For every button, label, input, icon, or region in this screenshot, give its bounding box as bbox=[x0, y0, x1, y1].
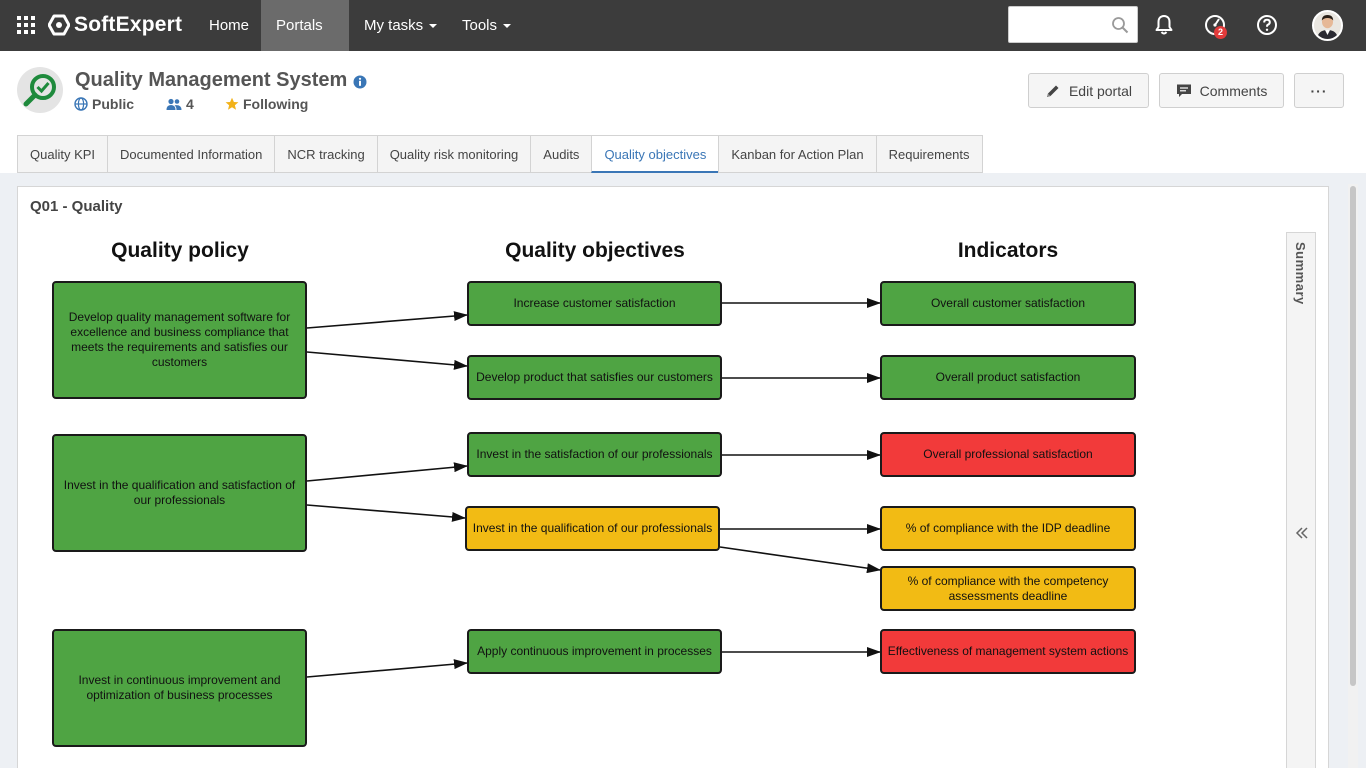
indicator-node-4-label: % of compliance with the IDP deadline bbox=[905, 521, 1111, 535]
objective-node-1-label: Increase customer satisfaction bbox=[513, 296, 676, 310]
indicator-node-1-label: Overall customer satisfaction bbox=[930, 296, 1086, 310]
objective-node-1[interactable]: Increase customer satisfaction bbox=[467, 281, 722, 326]
comment-icon bbox=[1176, 84, 1191, 97]
avatar[interactable] bbox=[1312, 10, 1343, 41]
objective-node-2-label: Develop product that satisfies our custo… bbox=[476, 370, 713, 384]
indicator-node-3-label: Overall professional satisfaction bbox=[923, 447, 1093, 461]
nav-home[interactable]: Home bbox=[194, 0, 264, 51]
pencil-icon bbox=[1046, 85, 1059, 97]
softexpert-logo-icon bbox=[48, 14, 70, 36]
grid-icon[interactable] bbox=[17, 16, 35, 34]
policy-node-1[interactable]: Develop quality management software for … bbox=[52, 281, 307, 399]
user-photo-icon bbox=[1314, 12, 1341, 39]
column-header-quality-objectives: Quality objectives bbox=[505, 239, 685, 262]
double-chevron-left-icon[interactable] bbox=[1294, 525, 1310, 541]
bell-icon[interactable] bbox=[1152, 13, 1176, 37]
tab-audits[interactable]: Audits bbox=[530, 135, 592, 173]
comments-label: Comments bbox=[1199, 82, 1268, 99]
indicator-node-2[interactable]: Overall product satisfaction bbox=[880, 355, 1136, 400]
objective-node-5[interactable]: Apply continuous improvement in processe… bbox=[467, 629, 722, 674]
tab-quality-kpi[interactable]: Quality KPI bbox=[17, 135, 108, 173]
search-field[interactable] bbox=[1008, 6, 1138, 43]
summary-side-tab[interactable] bbox=[1286, 232, 1316, 768]
panel-title: Q01 - Quality bbox=[30, 198, 123, 215]
help-icon[interactable] bbox=[1255, 13, 1279, 37]
indicator-node-6[interactable]: Effectiveness of management system actio… bbox=[880, 629, 1136, 674]
visibility-indicator: Public bbox=[74, 96, 134, 112]
globe-icon bbox=[74, 97, 88, 111]
objective-node-4-label: Invest in the qualification of our profe… bbox=[472, 521, 713, 535]
indicator-node-1[interactable]: Overall customer satisfaction bbox=[880, 281, 1136, 326]
nav-tools[interactable]: Tools bbox=[447, 0, 526, 51]
tab-requirements[interactable]: Requirements bbox=[875, 135, 983, 173]
policy-node-1-label: Develop quality management software for … bbox=[68, 310, 291, 369]
nav-my-tasks-label: My tasks bbox=[364, 17, 424, 34]
brand-name: SoftExpert bbox=[74, 13, 183, 36]
portal-title: Quality Management System bbox=[75, 69, 348, 91]
portal-logo bbox=[17, 67, 63, 113]
more-options-button[interactable]: ··· bbox=[1294, 73, 1344, 108]
users-icon bbox=[166, 98, 182, 110]
nav-home-label: Home bbox=[209, 17, 250, 34]
objective-node-4[interactable]: Invest in the qualification of our profe… bbox=[465, 506, 720, 551]
tab-quality-risk-monitoring[interactable]: Quality risk monitoring bbox=[376, 135, 531, 173]
comments-button[interactable]: Comments bbox=[1159, 73, 1284, 108]
nav-my-tasks[interactable]: My tasks bbox=[349, 0, 452, 51]
tab-kanban-action-plan[interactable]: Kanban for Action Plan bbox=[718, 135, 876, 173]
indicator-node-3[interactable]: Overall professional satisfaction bbox=[880, 432, 1136, 477]
chevron-down-icon bbox=[429, 24, 438, 29]
info-icon[interactable] bbox=[353, 75, 367, 89]
policy-node-3-label: Invest in continuous improvement and opt… bbox=[78, 673, 281, 702]
objective-node-5-label: Apply continuous improvement in processe… bbox=[477, 644, 712, 658]
magnifier-check-icon bbox=[23, 74, 56, 107]
column-header-quality-policy: Quality policy bbox=[111, 239, 249, 262]
nav-tools-label: Tools bbox=[462, 17, 498, 34]
nav-portals-label: Portals bbox=[276, 17, 323, 34]
top-navigation-bar: SoftExpert Home Portals My tasks Tools 2 bbox=[0, 0, 1366, 80]
policy-node-2-label: Invest in the qualification and satisfac… bbox=[63, 478, 296, 507]
objective-node-2[interactable]: Develop product that satisfies our custo… bbox=[467, 355, 722, 400]
indicator-node-5-label: % of compliance with the competency asse… bbox=[907, 573, 1109, 603]
summary-label: Summary bbox=[1293, 242, 1308, 305]
policy-node-2[interactable]: Invest in the qualification and satisfac… bbox=[52, 434, 307, 552]
tab-quality-objectives[interactable]: Quality objectives bbox=[591, 135, 719, 173]
objective-node-3[interactable]: Invest in the satisfaction of our profes… bbox=[467, 432, 722, 477]
policy-node-3[interactable]: Invest in continuous improvement and opt… bbox=[52, 629, 307, 747]
indicator-node-5[interactable]: % of compliance with the competency asse… bbox=[880, 566, 1136, 611]
indicator-node-6-label: Effectiveness of management system actio… bbox=[887, 644, 1129, 658]
notification-badge: 2 bbox=[1214, 26, 1227, 39]
nav-portals[interactable]: Portals bbox=[261, 0, 349, 80]
scrollbar-thumb[interactable] bbox=[1350, 186, 1356, 686]
search-icon[interactable] bbox=[1111, 16, 1129, 34]
edit-portal-button[interactable]: Edit portal bbox=[1028, 73, 1149, 108]
objective-node-3-label: Invest in the satisfaction of our profes… bbox=[476, 447, 713, 461]
tab-documented-information[interactable]: Documented Information bbox=[107, 135, 275, 173]
column-header-indicators: Indicators bbox=[957, 239, 1059, 262]
portal-tabs: Quality KPI Documented Information NCR t… bbox=[17, 135, 983, 173]
more-options-icon: ··· bbox=[1310, 82, 1328, 99]
search-input[interactable] bbox=[1015, 7, 1119, 42]
chevron-down-icon bbox=[503, 24, 512, 29]
tab-ncr-tracking[interactable]: NCR tracking bbox=[274, 135, 377, 173]
indicator-node-2-label: Overall product satisfaction bbox=[935, 370, 1081, 384]
following-toggle[interactable]: Following bbox=[225, 96, 308, 112]
softexpert-logo[interactable]: SoftExpert bbox=[48, 12, 182, 38]
members-count[interactable]: 4 bbox=[166, 96, 194, 112]
members-count-label: 4 bbox=[186, 96, 194, 112]
chevron-down-icon bbox=[282, 75, 290, 80]
edit-portal-label: Edit portal bbox=[1068, 82, 1133, 99]
star-icon bbox=[225, 97, 239, 110]
indicator-node-4[interactable]: % of compliance with the IDP deadline bbox=[880, 506, 1136, 551]
following-label: Following bbox=[243, 96, 309, 112]
visibility-label: Public bbox=[92, 96, 135, 112]
